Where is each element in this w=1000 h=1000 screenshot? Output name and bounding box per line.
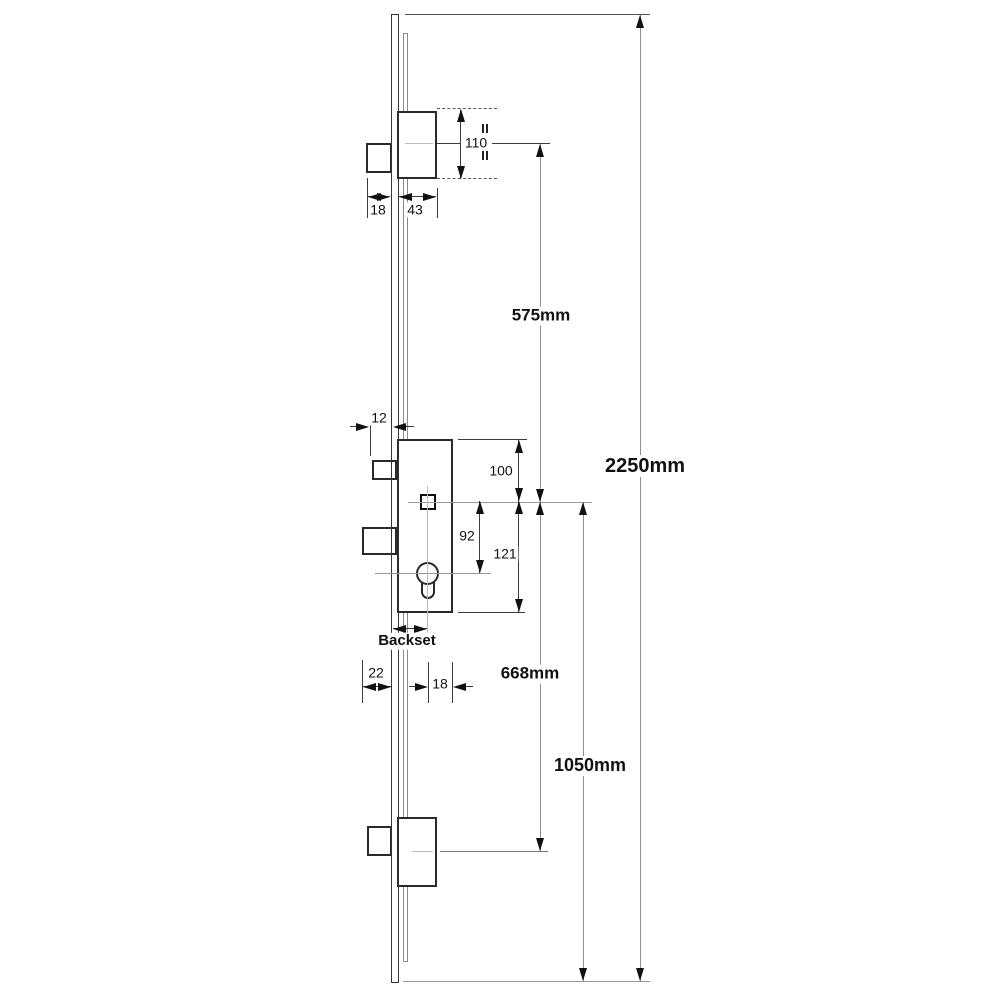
top-bolt-centerline-ext <box>492 143 550 144</box>
case-bottom-ext-line <box>458 612 525 613</box>
arrow-right-icon <box>415 682 428 691</box>
top-bolt-centerline <box>437 143 461 144</box>
arrow-right-icon <box>423 192 436 201</box>
dim-18-bottom-label: 18 <box>430 675 450 692</box>
arrow-down-icon <box>514 599 523 612</box>
arrow-right-icon <box>414 624 427 633</box>
case-top-ext-line <box>458 439 527 440</box>
cylinder-vertical-centerline <box>427 486 428 633</box>
arrow-up-icon <box>456 109 465 122</box>
arrow-left-icon <box>393 624 406 633</box>
arrow-down-icon <box>536 838 544 851</box>
dim-121-label: 121 <box>491 545 519 562</box>
bottom-shootbolt-body <box>397 817 437 887</box>
dim-22-label: 22 <box>366 664 386 681</box>
dim-18-bottom-ext-left <box>428 662 429 703</box>
arrow-left-icon <box>368 192 381 201</box>
dim-43-ext <box>437 188 438 218</box>
arrow-up-icon <box>514 501 523 514</box>
dim-22-line <box>363 686 391 687</box>
arrow-right-icon <box>356 422 369 431</box>
arrow-up-icon <box>514 440 523 453</box>
dim-100-label: 100 <box>487 462 515 479</box>
equal-mark-icon <box>486 124 488 133</box>
dim-12-label: 12 <box>369 409 389 426</box>
arrow-down-icon <box>536 489 544 502</box>
dim-12-tail-left <box>350 426 357 427</box>
arrow-down-icon <box>456 166 465 179</box>
door-bottom-edge-line <box>403 981 650 982</box>
faceplate-strip <box>391 14 399 983</box>
arrow-up-icon <box>636 15 644 28</box>
arrow-left-icon <box>399 192 412 201</box>
dim-110-ext-top <box>437 108 497 109</box>
bottom-bolt-centerline <box>440 851 548 852</box>
top-shootbolt-head <box>366 143 392 173</box>
dim-92-label: 92 <box>457 527 477 544</box>
dim-18-top-label: 18 <box>368 201 388 218</box>
dim-12-tail-right <box>406 426 414 427</box>
cylinder-centerline <box>375 573 491 574</box>
dim-12-ext <box>370 420 371 456</box>
bottom-bolt-centerline-inner <box>412 851 433 852</box>
dim-575-label: 575mm <box>509 305 573 326</box>
arrow-down-icon <box>636 968 644 981</box>
arrow-up-icon <box>579 502 587 515</box>
dim-1050-line <box>582 502 584 981</box>
dim-1050-label: 1050mm <box>551 755 629 776</box>
arrow-down-icon <box>579 968 587 981</box>
arrow-up-icon <box>536 502 544 515</box>
dim-110-line <box>460 110 461 179</box>
equal-mark-icon <box>486 151 488 160</box>
top-bolt-centerline-inner <box>405 143 433 144</box>
arrow-right-icon <box>377 192 390 201</box>
dim-43-label: 43 <box>405 201 425 218</box>
dim-backset-label: Backset <box>376 631 438 650</box>
arrow-left-icon <box>363 682 376 691</box>
dim-668-label: 668mm <box>498 663 562 684</box>
dim-backset-line <box>393 628 427 629</box>
arrow-up-icon <box>536 144 544 157</box>
arrow-left-icon <box>393 422 406 431</box>
equal-mark-icon <box>482 151 484 160</box>
dim-18-bottom-ext-right <box>452 662 453 703</box>
bottom-shootbolt-head <box>367 826 392 856</box>
dim-43-line <box>399 196 436 197</box>
arrow-left-icon <box>453 682 466 691</box>
dim-22-ext <box>362 660 363 703</box>
equal-mark-icon <box>482 124 484 133</box>
dim-110-ext-bottom <box>437 178 497 179</box>
latch-bolt <box>372 460 397 480</box>
dim-2250-label: 2250mm <box>602 455 688 477</box>
top-shootbolt-body <box>397 111 437 179</box>
dim-18-top-ext <box>367 178 368 218</box>
door-top-edge-line <box>405 14 650 15</box>
arrow-up-icon <box>475 501 484 514</box>
arrow-right-icon <box>378 682 391 691</box>
dim-18-bottom-tail-right <box>466 686 473 687</box>
dim-18-bottom-tail-left <box>409 686 416 687</box>
dim-2250-line <box>639 15 641 981</box>
spindle-centerline <box>408 502 592 503</box>
arrow-down-icon <box>514 488 523 501</box>
arrow-down-icon <box>475 560 484 573</box>
dim-100-line <box>518 440 519 501</box>
dim-110-label: 110 <box>462 134 490 151</box>
dim-92-line <box>479 501 480 573</box>
